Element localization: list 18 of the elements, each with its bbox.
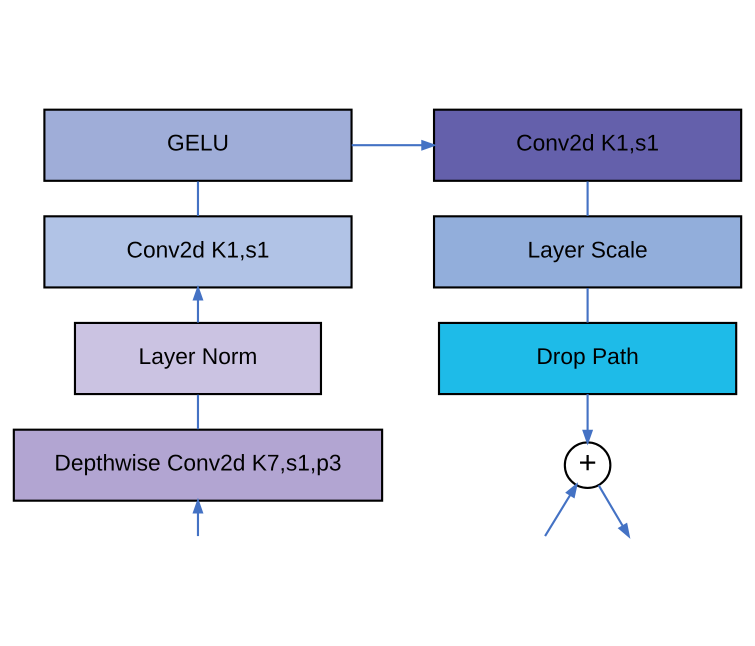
connector: [196, 394, 200, 429]
node-box: Depthwise Conv2d K7,s1,p3: [12, 428, 384, 502]
connector: [196, 180, 200, 216]
node-box: Drop Path: [438, 321, 738, 395]
arrow: [192, 497, 204, 536]
arrow: [544, 482, 578, 536]
arrow: [192, 284, 204, 322]
arrow: [582, 394, 594, 445]
connector: [586, 180, 589, 216]
node-box: Layer Norm: [74, 321, 322, 395]
node-box: Conv2d K1,s1: [43, 214, 353, 288]
node-box: Layer Scale: [432, 214, 742, 288]
arrow: [352, 139, 437, 150]
node-circle: +: [564, 440, 612, 488]
node-box: GELU: [43, 108, 353, 182]
node-box: Conv2d K1,s1: [432, 108, 742, 182]
connector: [586, 288, 589, 322]
arrow: [598, 484, 630, 538]
